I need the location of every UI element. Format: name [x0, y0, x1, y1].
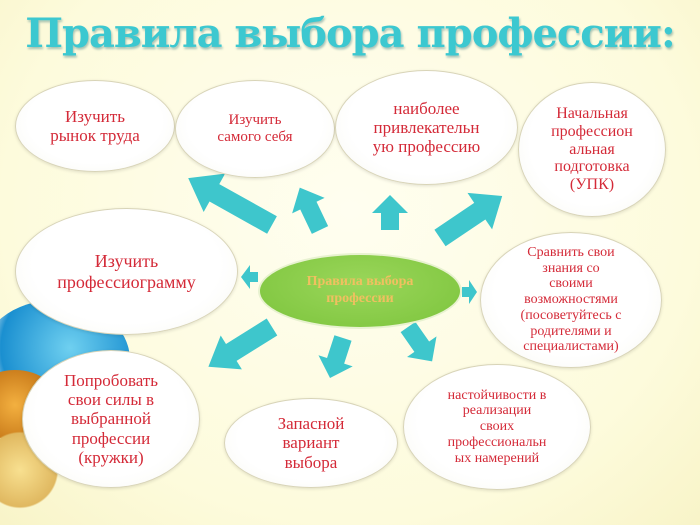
bubble-text: реализации — [462, 403, 532, 419]
bubble-text: свои силы в — [67, 390, 155, 410]
page-title: Правила выбора профессии: — [25, 10, 676, 57]
bubble-text: знания со — [542, 260, 600, 276]
bubble-text: подготовка — [554, 158, 630, 176]
bubble-text: (кружки) — [78, 447, 144, 467]
bubble-text: наиболее — [393, 98, 460, 118]
bubble-text: профессии — [71, 428, 151, 448]
bubble-text: Начальная — [556, 104, 628, 122]
arrow-up-left-small — [292, 187, 329, 234]
arrow-down — [318, 335, 353, 378]
bubble-text: профессион — [551, 122, 633, 140]
bubble-text: специалистами) — [523, 339, 619, 355]
bubble-text: привлекательн — [373, 117, 480, 137]
bubble-text: (УПК) — [569, 176, 615, 194]
center-text: профессии — [326, 291, 394, 306]
arrow-down-left — [208, 318, 278, 370]
bubble-text: вариант — [282, 433, 340, 453]
arrow-up-right — [434, 192, 503, 247]
bubble-text: Изучить — [65, 106, 125, 126]
bubble-text: Попробовать — [63, 371, 159, 391]
bubble-text: альная — [569, 140, 615, 158]
bubble-text: возможностями — [524, 292, 618, 308]
bubble-text: Сравнить свои — [527, 245, 615, 261]
bubble-text: родителями и — [530, 323, 612, 339]
center-text: Правила выбора — [306, 274, 414, 290]
bubble-text: настойчивости в — [447, 387, 547, 403]
bubble-text: Запасной — [277, 414, 345, 434]
arrow-up-left — [188, 173, 277, 234]
arrow-down-right — [400, 321, 437, 362]
bubble-text: своими — [549, 276, 593, 292]
bubble-text: выбора — [284, 452, 338, 472]
arrow-left — [241, 265, 258, 289]
bubble-text: (посоветуйтесь с — [520, 307, 622, 323]
bubble-text: Изучить — [94, 251, 159, 272]
bubble-text: Изучить — [228, 112, 282, 129]
bubble-text: ых намерений — [454, 450, 540, 466]
arrow-up — [372, 195, 408, 230]
bubble-text: выбранной — [71, 409, 151, 429]
arrow-right — [462, 280, 477, 304]
bubble-text: профессиональн — [447, 434, 547, 450]
bubble-text: самого себя — [217, 129, 293, 145]
bubble-text: своих — [479, 419, 515, 435]
bubble-text: ую профессию — [372, 137, 481, 157]
bubble-text: рынок труда — [50, 126, 140, 145]
bubble-text: профессиограмму — [57, 271, 196, 292]
